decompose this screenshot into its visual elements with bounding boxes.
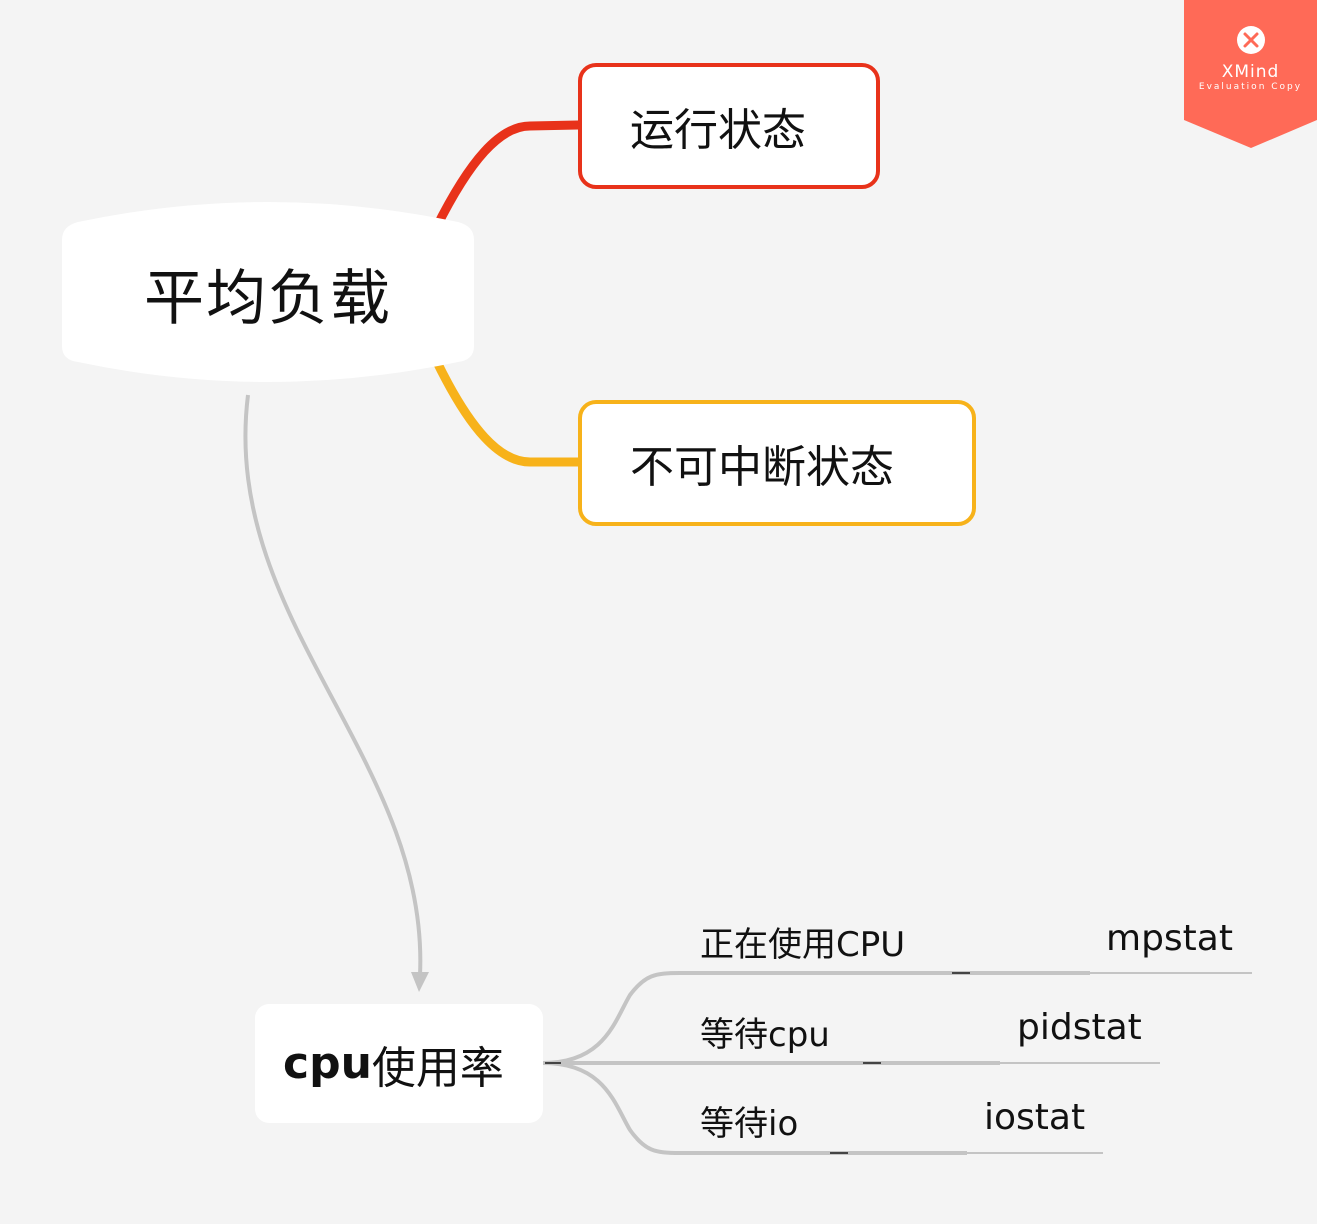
tool-underlines	[967, 972, 1252, 1154]
collapse-markers[interactable]	[545, 972, 970, 1154]
tool-iostat[interactable]: iostat	[984, 1097, 1086, 1138]
relationship-arrow[interactable]	[243, 394, 423, 976]
subtopic-waiting-io[interactable]: 等待io	[700, 1104, 799, 1144]
tool-mpstat[interactable]: mpstat	[1106, 918, 1233, 959]
topic-running-state[interactable]: 运行状态	[578, 63, 880, 189]
cpu-topic-label-bold: cpu	[283, 1038, 372, 1089]
topic-uninterruptible-state[interactable]: 不可中断状态	[578, 400, 976, 526]
xmind-watermark	[1184, 0, 1317, 148]
connector-running	[431, 120, 583, 233]
cpu-topic-label: 使用率	[371, 1042, 504, 1094]
central-topic-label: 平均负载	[144, 263, 392, 334]
arrowhead-icon	[411, 972, 429, 992]
cpu-connectors	[542, 971, 1090, 1155]
watermark-subtitle: Evaluation Copy	[1198, 82, 1303, 92]
watermark-title: XMind	[1221, 62, 1280, 82]
connector-uninterruptible	[431, 355, 583, 467]
subtopic-using-cpu[interactable]: 正在使用CPU	[700, 925, 906, 965]
tool-pidstat[interactable]: pidstat	[1017, 1007, 1142, 1048]
central-topic[interactable]	[62, 202, 474, 382]
subtopic-waiting-cpu[interactable]: 等待cpu	[700, 1015, 830, 1055]
